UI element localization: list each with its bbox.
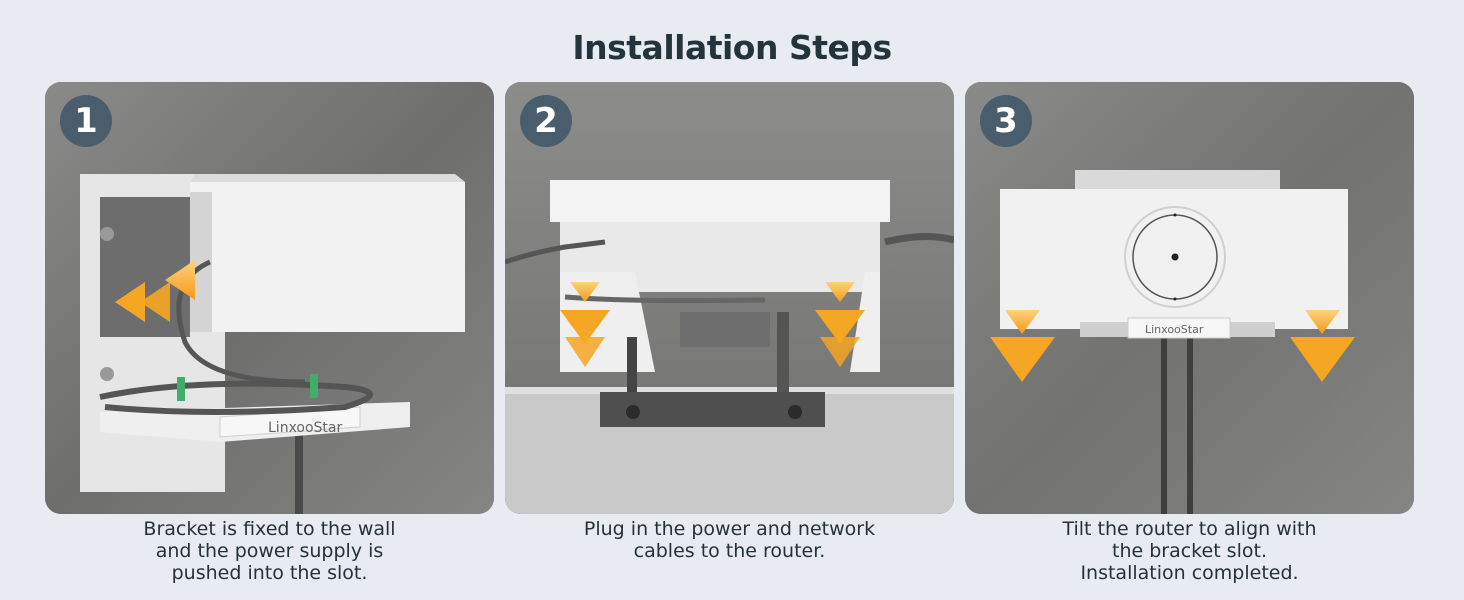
step-2-caption: Plug in the power and network cables to … bbox=[505, 518, 954, 562]
step-1-caption: Bracket is fixed to the wall and the pow… bbox=[45, 518, 494, 584]
step-1-caption-line: Bracket is fixed to the wall bbox=[143, 518, 396, 540]
step-3-caption-line: Installation completed. bbox=[1080, 562, 1299, 584]
step-2-caption-line: cables to the router. bbox=[633, 540, 826, 562]
step-1-caption-line: pushed into the slot. bbox=[171, 562, 368, 584]
step-3-illustration: LinxooStar bbox=[965, 82, 1414, 514]
step-1-caption-line: and the power supply is bbox=[155, 540, 384, 562]
step-2-badge: 2 bbox=[520, 95, 572, 147]
step-1-badge: 1 bbox=[60, 95, 112, 147]
step-3-brand: LinxooStar bbox=[1145, 323, 1204, 336]
step-1-brand: LinxooStar bbox=[268, 420, 343, 436]
step-3-caption: Tilt the router to align with the bracke… bbox=[965, 518, 1414, 584]
step-3-badge: 3 bbox=[980, 95, 1032, 147]
page-title: Installation Steps bbox=[572, 28, 892, 67]
step-3-caption-line: Tilt the router to align with bbox=[1062, 518, 1317, 540]
step-2-caption-line: Plug in the power and network bbox=[583, 518, 876, 540]
step-3-caption-line: the bracket slot. bbox=[1112, 540, 1267, 562]
step-1-panel: LinxooStar 1 bbox=[45, 82, 494, 514]
step-2-illustration bbox=[505, 82, 954, 514]
step-2-panel: 2 bbox=[505, 82, 954, 514]
step-3-panel: LinxooStar 3 bbox=[965, 82, 1414, 514]
step-1-illustration: LinxooStar bbox=[45, 82, 494, 514]
